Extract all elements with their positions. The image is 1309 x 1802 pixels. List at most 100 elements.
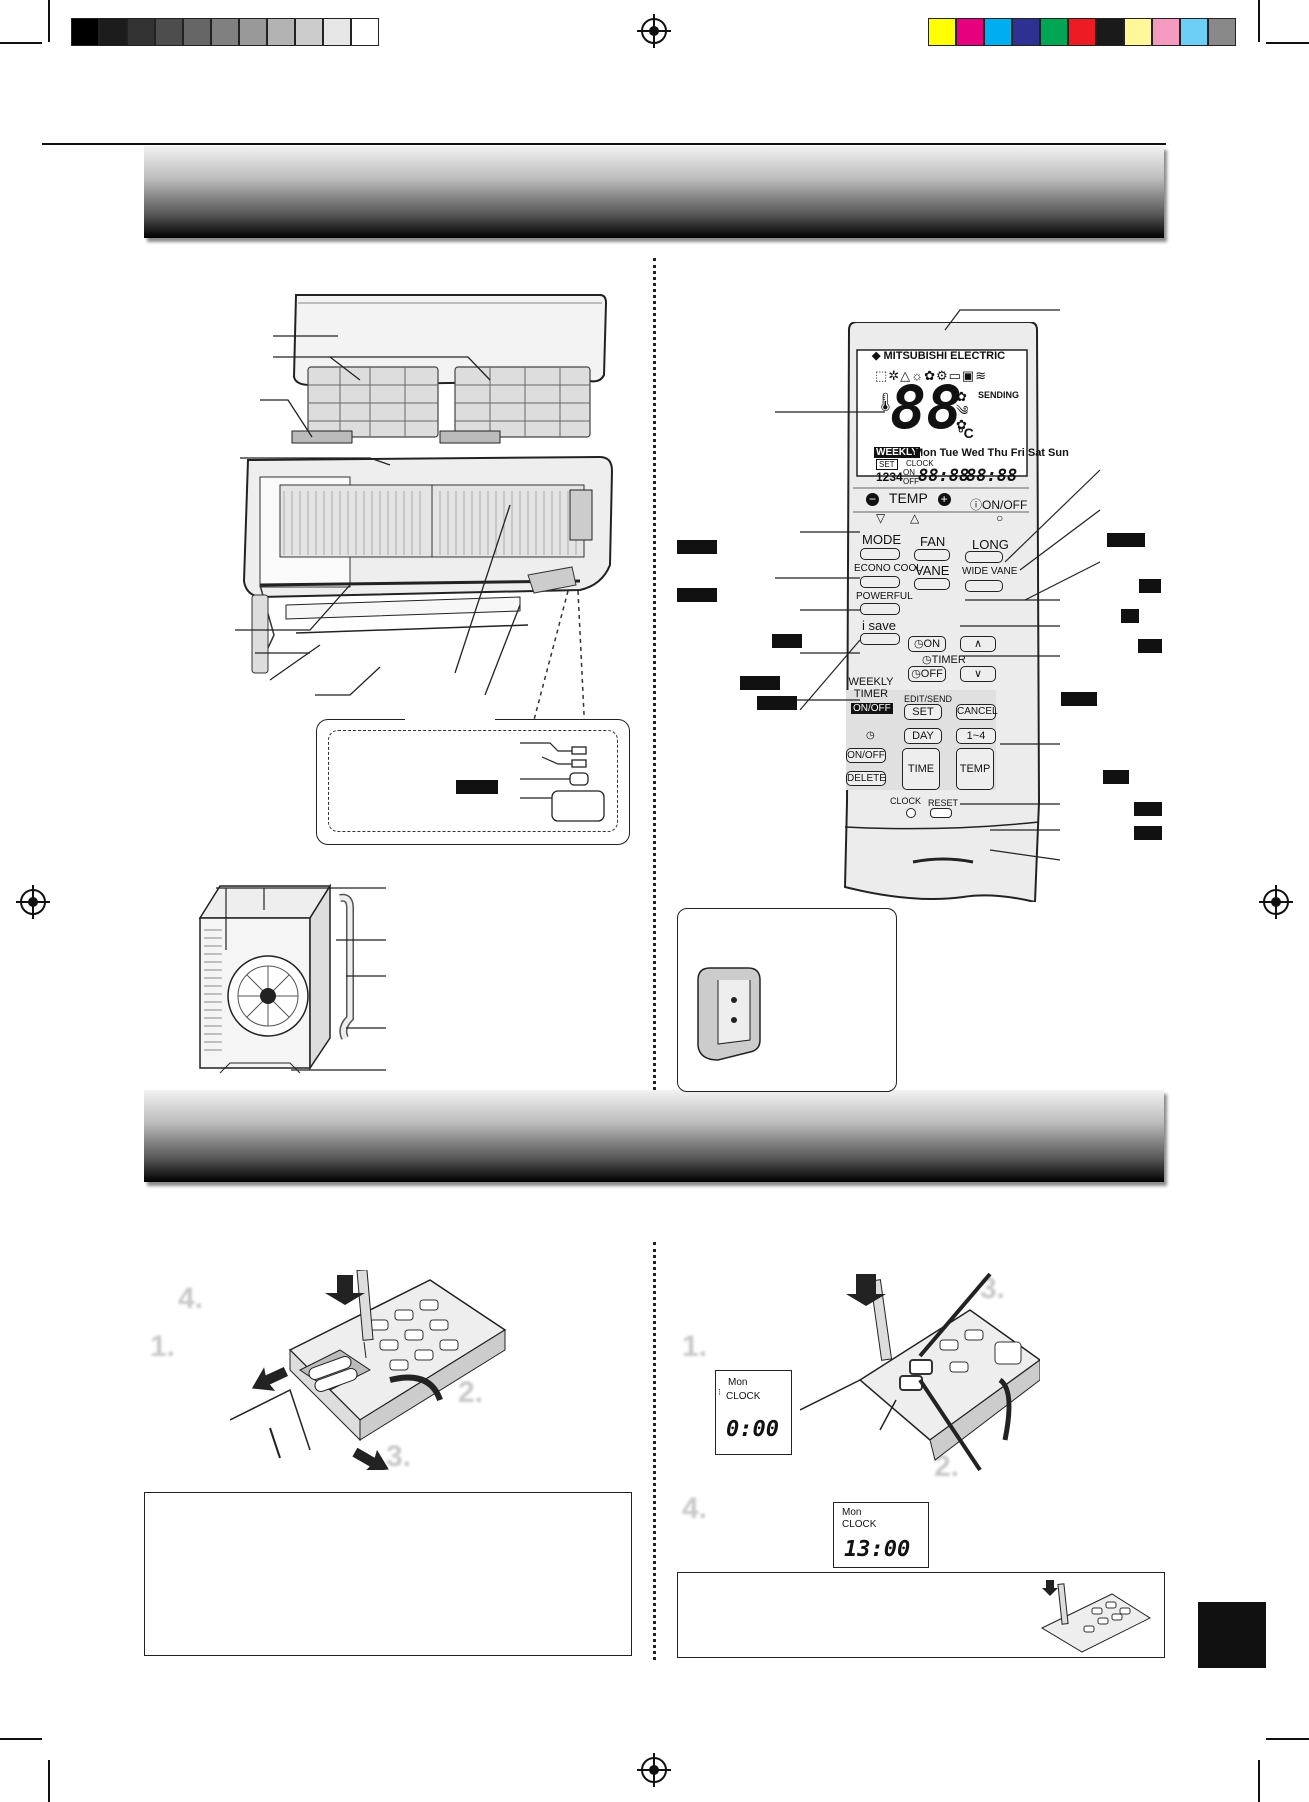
color-swatch	[1040, 18, 1068, 46]
lcd-set: SET	[876, 459, 898, 470]
lcd-on: ON	[903, 468, 915, 477]
mode-button[interactable]	[860, 548, 900, 560]
color-swatch	[1068, 18, 1096, 46]
outdoor-unit-diagram	[198, 883, 354, 1074]
one-to-four-button[interactable]: 1~4	[956, 728, 996, 744]
gray-swatch	[351, 18, 379, 46]
crop-mark	[1258, 0, 1260, 42]
gray-swatch	[211, 18, 239, 46]
onoff-row[interactable]: ⓘON/OFF	[970, 496, 1027, 513]
set-button[interactable]: SET	[904, 704, 942, 720]
lcd-mode-icons: ⬚✲△☼✿⚙▭▣≋	[875, 368, 988, 383]
battery-step-2: 2.	[458, 1376, 484, 1409]
weekly-onoff-button[interactable]: ON/OFF	[851, 703, 893, 714]
indoor-detail-parts	[520, 742, 605, 822]
brand-diamond-icon: ◆	[872, 350, 884, 362]
edit-send-label: EDIT/SEND	[904, 694, 953, 704]
battery-step-1: 1.	[150, 1330, 176, 1363]
isave-button[interactable]	[860, 633, 900, 645]
day-button[interactable]: DAY	[904, 728, 942, 744]
reset-button[interactable]	[930, 808, 952, 818]
gray-swatch	[323, 18, 351, 46]
temp-up-button[interactable]: △	[910, 511, 920, 525]
color-swatch	[1208, 18, 1236, 46]
color-swatch	[984, 18, 1012, 46]
gray-swatch	[155, 18, 183, 46]
redacted-label	[740, 676, 780, 690]
clock-label: CLOCK	[890, 796, 922, 806]
color-swatch	[956, 18, 984, 46]
clock-time: 13:00	[844, 1537, 911, 1562]
color-swatch	[1152, 18, 1180, 46]
minus-icon[interactable]: −	[866, 493, 879, 506]
redacted-label	[1121, 609, 1139, 623]
onoff-button[interactable]: ON/OFF	[846, 748, 886, 763]
econo-cool-button[interactable]	[860, 576, 900, 588]
plus-icon[interactable]: +	[937, 493, 951, 506]
gray-swatch	[267, 18, 295, 46]
redacted-label	[456, 780, 498, 794]
timer-up-button[interactable]: ∧	[960, 636, 996, 652]
mode-label: MODE	[862, 532, 901, 547]
clock-label: CLOCK	[726, 1391, 761, 1402]
gray-swatch	[127, 18, 155, 46]
battery-step-3: 3.	[386, 1440, 412, 1473]
lcd-fan-vane-icons: ✿༄✿	[956, 389, 969, 432]
color-swatch	[1012, 18, 1040, 46]
timer-off-button[interactable]: ◷OFF	[908, 666, 946, 682]
reset-label: RESET	[928, 798, 959, 808]
indoor-detail-inner	[328, 730, 618, 832]
gray-swatch	[295, 18, 323, 46]
color-swatch	[928, 18, 956, 46]
wide-vane-button[interactable]	[965, 580, 1003, 592]
crop-mark	[1266, 42, 1309, 44]
registration-mark-icon	[637, 14, 671, 48]
power-button[interactable]: ○	[996, 511, 1004, 525]
clock-setting-diagram	[800, 1272, 1040, 1472]
powerful-button[interactable]	[860, 603, 900, 615]
timer-down-button[interactable]: ∨	[960, 666, 996, 682]
remote-brand-logo: ◆ MITSUBISHI ELECTRIC	[872, 349, 1005, 362]
fan-label: FAN	[920, 534, 946, 549]
powerful-label: POWERFUL	[856, 591, 913, 602]
clock-step-3: 3.	[980, 1272, 1006, 1305]
lcd-time-right: 88:88	[966, 466, 1018, 486]
crop-mark	[48, 0, 50, 42]
temp-down-button[interactable]: ▽	[876, 511, 886, 525]
timer-on-label: ON	[923, 638, 941, 650]
long-button[interactable]	[965, 551, 1003, 563]
delete-button[interactable]: DELETE	[846, 771, 886, 786]
vane-label: VANE	[915, 563, 950, 578]
econo-cool-label: ECONO COOL	[854, 563, 922, 574]
gray-swatch	[99, 18, 127, 46]
registration-mark-icon	[637, 1753, 671, 1787]
clock-step-4: 4.	[682, 1492, 708, 1525]
isave-label: i save	[862, 618, 896, 633]
color-swatch	[1096, 18, 1124, 46]
fan-button[interactable]	[914, 549, 950, 561]
lcd-1234: 1234	[876, 470, 903, 484]
gray-swatch	[183, 18, 211, 46]
vane-button[interactable]	[914, 578, 950, 590]
redacted-label	[1134, 826, 1162, 840]
lcd-temperature: 88	[890, 373, 963, 443]
clock-icon: ◷	[911, 668, 921, 680]
lcd-sending: SENDING	[978, 390, 1020, 400]
time-button[interactable]: TIME	[902, 748, 940, 790]
temp-set-button[interactable]: TEMP	[956, 748, 994, 790]
lcd-days: Mon Tue Wed Thu Fri Sat Sun	[914, 447, 1069, 459]
clock-icon: ◷	[913, 638, 924, 650]
timer-on-button[interactable]: ◷ON	[908, 636, 946, 652]
cancel-button[interactable]: CANCEL	[956, 704, 998, 720]
wide-vane-label: WIDE VANE	[962, 566, 1018, 577]
weekly-timer-label: WEEKLY TIMER	[848, 676, 894, 700]
redacted-label	[1134, 802, 1162, 816]
temp-label: TEMP	[888, 490, 928, 506]
clock-button[interactable]	[906, 808, 916, 818]
redacted-label	[1107, 533, 1145, 547]
redacted-label	[1138, 639, 1162, 653]
redacted-label	[1061, 692, 1097, 706]
redacted-label	[677, 540, 717, 554]
section-banner-parts	[144, 146, 1164, 238]
timer-label: ◷TIMER	[922, 653, 966, 666]
